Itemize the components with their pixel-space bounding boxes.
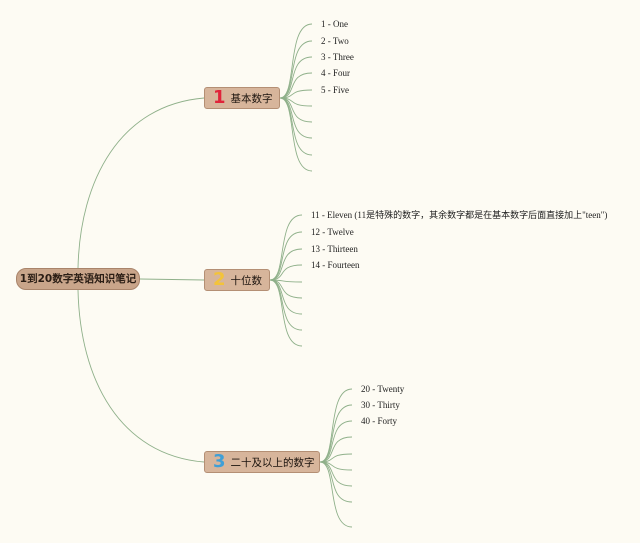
branch-2-leaf-line-3 [269,248,303,281]
branch-2-leaf-line-7 [269,279,303,315]
branch-teens[interactable]: 2 十位数 [204,269,270,291]
branch-1-leaf-line-4 [279,72,313,99]
branch-1-leaf-line-1 [279,23,313,99]
leaf-connectors [269,23,353,528]
root-connectors [77,97,205,463]
leaf-item[interactable]: 5 - Five [321,85,349,95]
root-to-branch-1-line [77,97,205,269]
branch-3-leaf-line-8 [319,461,353,503]
leaf-item[interactable]: 3 - Three [321,52,354,62]
branch-2-leaf-line-1 [269,214,303,281]
leaf-item[interactable]: 12 - Twelve [311,227,354,237]
branch-number-1: 1 [213,87,226,108]
branch-number-2: 2 [213,269,226,290]
branch-label-1: 基本数字 [230,92,273,105]
leaf-item[interactable]: 30 - Thirty [361,400,400,410]
leaf-item[interactable]: 4 - Four [321,68,350,78]
branch-tens[interactable]: 3 二十及以上的数字 [204,451,320,473]
branch-label-3: 二十及以上的数字 [230,456,315,469]
branch-2-leaf-line-2 [269,231,303,281]
root-topic-label: 1到20数字英语知识笔记 [19,273,137,285]
branch-3-leaf-line-9 [319,461,353,528]
branch-2-leaf-line-9 [269,279,303,347]
leaf-item[interactable]: 13 - Thirteen [311,244,358,254]
branch-1-leaf-line-10 [279,97,313,172]
branch-3-leaf-line-4 [319,436,353,463]
leaf-item[interactable]: 20 - Twenty [361,384,405,394]
leaf-item[interactable]: 2 - Two [321,36,349,46]
branch-label-2: 十位数 [230,274,263,287]
branch-1-leaf-line-7 [279,97,313,123]
branch-2-leaf-line-4 [269,264,303,281]
branch-number-3: 3 [213,451,226,472]
branch-3-leaf-line-7 [319,461,353,487]
leaf-item[interactable]: 14 - Fourteen [311,260,360,270]
leaf-item[interactable]: 1 - One [321,19,348,29]
branch-basic-numbers[interactable]: 1 基本数字 [204,87,280,109]
leaf-item[interactable]: 40 - Forty [361,416,397,426]
branch-1-leaf-line-2 [279,40,313,99]
root-to-branch-2-line [139,278,205,281]
branch-3-leaf-line-2 [319,404,353,463]
root-topic[interactable]: 1到20数字英语知识笔记 [16,268,140,290]
leaf-item[interactable]: 11 - Eleven (11是特殊的数字，其余数字都是在基本数字后面直接加上"… [311,210,608,220]
branch-3-leaf-line-1 [319,388,353,463]
root-to-branch-3-line [77,289,205,463]
